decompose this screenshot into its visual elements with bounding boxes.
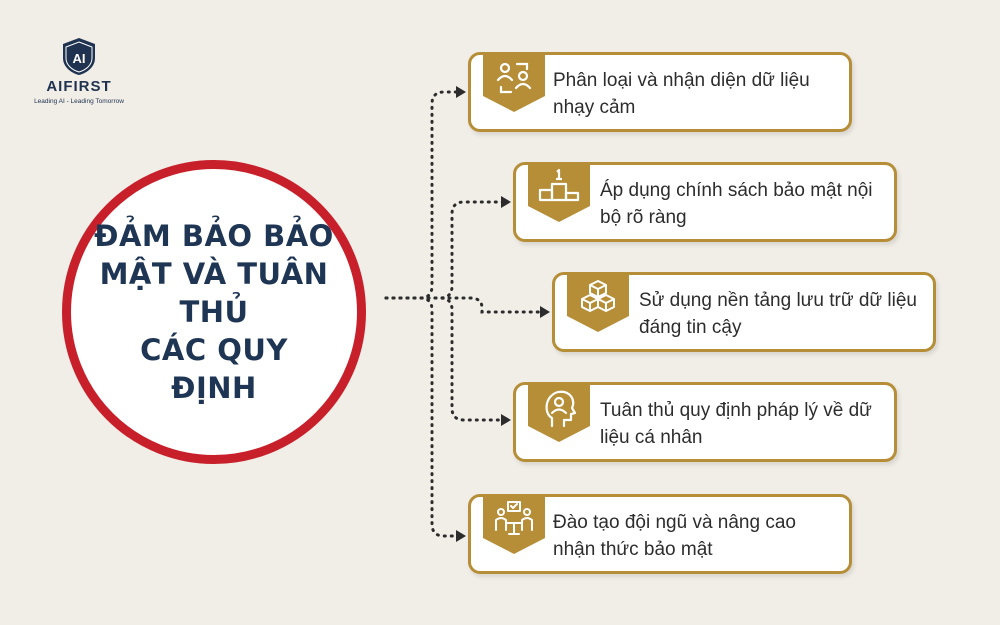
item-card-5: Đào tạo đội ngũ và nâng cao nhận thức bả… (468, 494, 852, 574)
item-card-3: Sử dụng nền tảng lưu trữ dữ liệu đáng ti… (552, 272, 936, 352)
item-badge-3 (567, 272, 629, 334)
podium-icon (528, 162, 590, 222)
item-card-1: Phân loại và nhận diện dữ liệu nhạy cảm (468, 52, 852, 132)
connector-5 (384, 296, 460, 538)
item-badge-5 (483, 494, 545, 556)
arrowhead-4 (501, 414, 511, 426)
arrowhead-3 (540, 306, 550, 318)
item-card-4: Tuân thủ quy định pháp lý về dữ liệu cá … (513, 382, 897, 462)
head-user-icon (528, 382, 590, 442)
brand-name: AIFIRST (46, 78, 112, 95)
team-meeting-icon (483, 494, 545, 554)
connector-3 (384, 296, 544, 314)
center-title: ĐẢM BẢO BẢO MẬT VÀ TUÂN THỦ CÁC QUY ĐỊNH (94, 219, 334, 405)
arrowhead-5 (456, 530, 466, 542)
item-badge-2 (528, 162, 590, 224)
item-text-5: Đào tạo đội ngũ và nâng cao nhận thức bả… (553, 512, 796, 560)
brand-logo: AI AIFIRST Leading AI - Leading Tomorrow (24, 36, 134, 105)
item-card-2: Áp dụng chính sách bảo mật nội bộ rõ ràn… (513, 162, 897, 242)
item-badge-1 (483, 52, 545, 114)
item-badge-4 (528, 382, 590, 444)
item-text-2: Áp dụng chính sách bảo mật nội bộ rõ ràn… (600, 180, 873, 228)
arrowhead-2 (501, 196, 511, 208)
item-text-3: Sử dụng nền tảng lưu trữ dữ liệu đáng ti… (639, 290, 917, 338)
cubes-icon (567, 272, 629, 332)
logo-mark: AI (73, 51, 86, 66)
brand-tagline: Leading AI - Leading Tomorrow (34, 98, 124, 105)
item-text-4: Tuân thủ quy định pháp lý về dữ liệu cá … (600, 400, 872, 448)
arrowhead-1 (456, 86, 466, 98)
shield-logo-icon: AI (63, 38, 95, 75)
connector-1 (384, 90, 460, 300)
user-exchange-icon (483, 52, 545, 112)
connector-4 (384, 296, 505, 422)
item-text-1: Phân loại và nhận diện dữ liệu nhạy cảm (553, 70, 810, 118)
center-circle: ĐẢM BẢO BẢO MẬT VÀ TUÂN THỦ CÁC QUY ĐỊNH (62, 160, 366, 464)
connector-2 (384, 200, 505, 300)
